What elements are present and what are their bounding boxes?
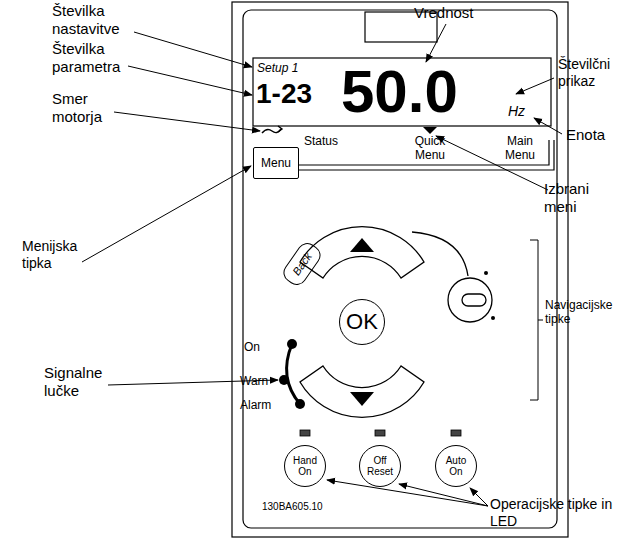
key-text: Back	[281, 240, 323, 287]
ok-key: OK	[339, 299, 385, 345]
selected-menu-marker	[423, 127, 437, 134]
leader-line	[426, 24, 446, 62]
callout-label: Številčni prikaz	[558, 56, 622, 90]
navigation-arrows	[350, 238, 374, 252]
callout-label: Izbrani meni	[544, 180, 614, 216]
signal-label: Warn	[240, 374, 280, 388]
leader-line	[327, 480, 488, 506]
leader-line	[399, 484, 488, 506]
direction-symbol	[278, 126, 282, 132]
readout-value: 50.0	[341, 62, 458, 122]
callout-label: Operacijske tipke in LED	[490, 496, 621, 530]
menu-label: Main Menu	[496, 134, 544, 163]
operation-key: Off Reset	[359, 445, 401, 487]
operation-leds	[451, 430, 461, 436]
panel-housing	[243, 10, 557, 528]
navigation-arrows	[491, 316, 495, 320]
callout-label: Vrednost	[414, 4, 504, 22]
key-text: OK	[340, 300, 384, 344]
navigation-arrows	[350, 392, 374, 406]
navigation-bracket	[530, 240, 543, 400]
navigation-keys	[448, 278, 492, 322]
direction-symbol	[262, 126, 282, 133]
callout-label: Navigacijske tipke	[545, 298, 622, 327]
navigation-keys	[462, 294, 486, 306]
direction-symbol	[262, 129, 281, 133]
key-text: Hand On	[285, 446, 325, 486]
back-key: Back	[280, 239, 325, 289]
navigation-arrows	[484, 271, 488, 275]
operation-leds	[300, 430, 310, 436]
key-text: Auto On	[436, 446, 476, 486]
signal-lamps	[295, 399, 305, 409]
callout-label: Enota	[566, 126, 622, 144]
selected-menu-marker	[423, 127, 437, 134]
leader-line	[516, 78, 554, 94]
signal-lights	[287, 344, 300, 404]
leader-line	[128, 66, 252, 95]
menu-label: Status	[296, 134, 346, 148]
menu-key: Menu	[253, 147, 299, 179]
panel-housing	[232, 2, 568, 537]
navigation-keys	[300, 227, 492, 418]
signal-lamps	[279, 339, 305, 409]
panel-housing	[232, 2, 568, 537]
callout-label: Menijska tipka	[22, 238, 86, 272]
callout-label: Smer motorja	[52, 90, 118, 126]
unit-text: Hz	[508, 104, 525, 118]
menu-label: Quick Menu	[406, 134, 454, 163]
navigation-keys	[300, 366, 424, 417]
navigation-keys	[412, 232, 468, 276]
operation-leds	[375, 430, 385, 436]
callout-label: Številka parametra	[52, 40, 148, 76]
key-text: Menu	[254, 148, 298, 178]
operation-leds	[300, 430, 461, 436]
signal-lights	[287, 344, 300, 404]
parameter-number: 1-23	[256, 80, 312, 108]
drawing-number: 130BA605.10	[262, 502, 323, 512]
display-screen: Setup 1 1-23 50.0Hz	[253, 58, 551, 126]
navigation-keys	[300, 227, 424, 278]
signal-lamps	[287, 339, 297, 349]
key-text: Off Reset	[360, 446, 400, 486]
leader-line	[82, 24, 562, 506]
leader-line	[470, 488, 488, 506]
display-frame	[253, 58, 551, 126]
setup-number: Setup 1	[257, 62, 298, 74]
navigation-bracket	[530, 240, 538, 400]
leader-line	[134, 32, 252, 67]
leader-line	[114, 112, 260, 131]
keypad-panel: 130BA605.10 Setup 1 1-23 50.0HzMenuBackOK Ha…	[232, 2, 568, 537]
operation-key: Auto On	[435, 445, 477, 487]
navigation-bracket	[538, 320, 543, 321]
callout-label: Signalne lučke	[44, 364, 110, 400]
leader-line	[534, 118, 562, 134]
signal-lamps	[279, 375, 289, 385]
operation-key: Hand On	[284, 445, 326, 487]
signal-label: Alarm	[240, 398, 280, 412]
leader-line	[82, 166, 251, 262]
callout-label: Številka nastavitve	[52, 2, 148, 38]
signal-label: On	[244, 340, 274, 354]
display-frame	[253, 58, 551, 126]
